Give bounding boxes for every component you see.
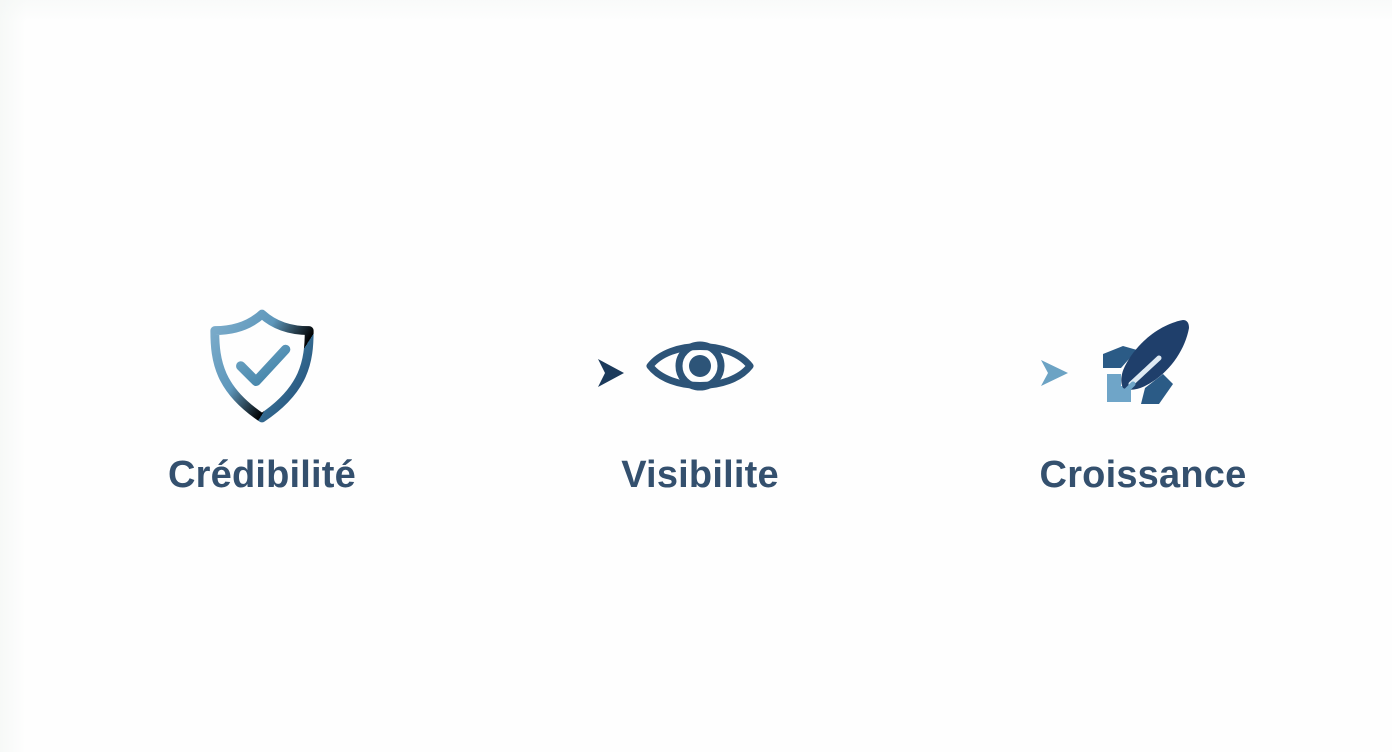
rocket-icon-wrap (1013, 306, 1273, 426)
shield-check-icon (210, 309, 314, 423)
flow-node-credibilite[interactable]: Crédibilité (132, 306, 392, 497)
eye-icon-wrap (570, 306, 830, 426)
flow-arrow-visibilite-to-croissance (783, 353, 1075, 393)
shield-check-icon-wrap (132, 306, 392, 426)
flow-node-visibilite[interactable]: Visibilite (570, 306, 830, 497)
flow-node-label-credibilite: Crédibilité (167, 454, 356, 496)
flow-node-label-visibilite: Visibilite (621, 454, 779, 496)
rocket-icon (1103, 320, 1189, 404)
arrow-right-icon (340, 359, 624, 387)
eye-icon (646, 341, 754, 391)
flow-arrow-credibilite-to-visibilite (340, 353, 632, 393)
flow-node-label-croissance: Croissance (1039, 454, 1247, 496)
flow-node-croissance[interactable]: Croissance (1013, 306, 1273, 497)
arrow-right-icon (783, 360, 1068, 386)
